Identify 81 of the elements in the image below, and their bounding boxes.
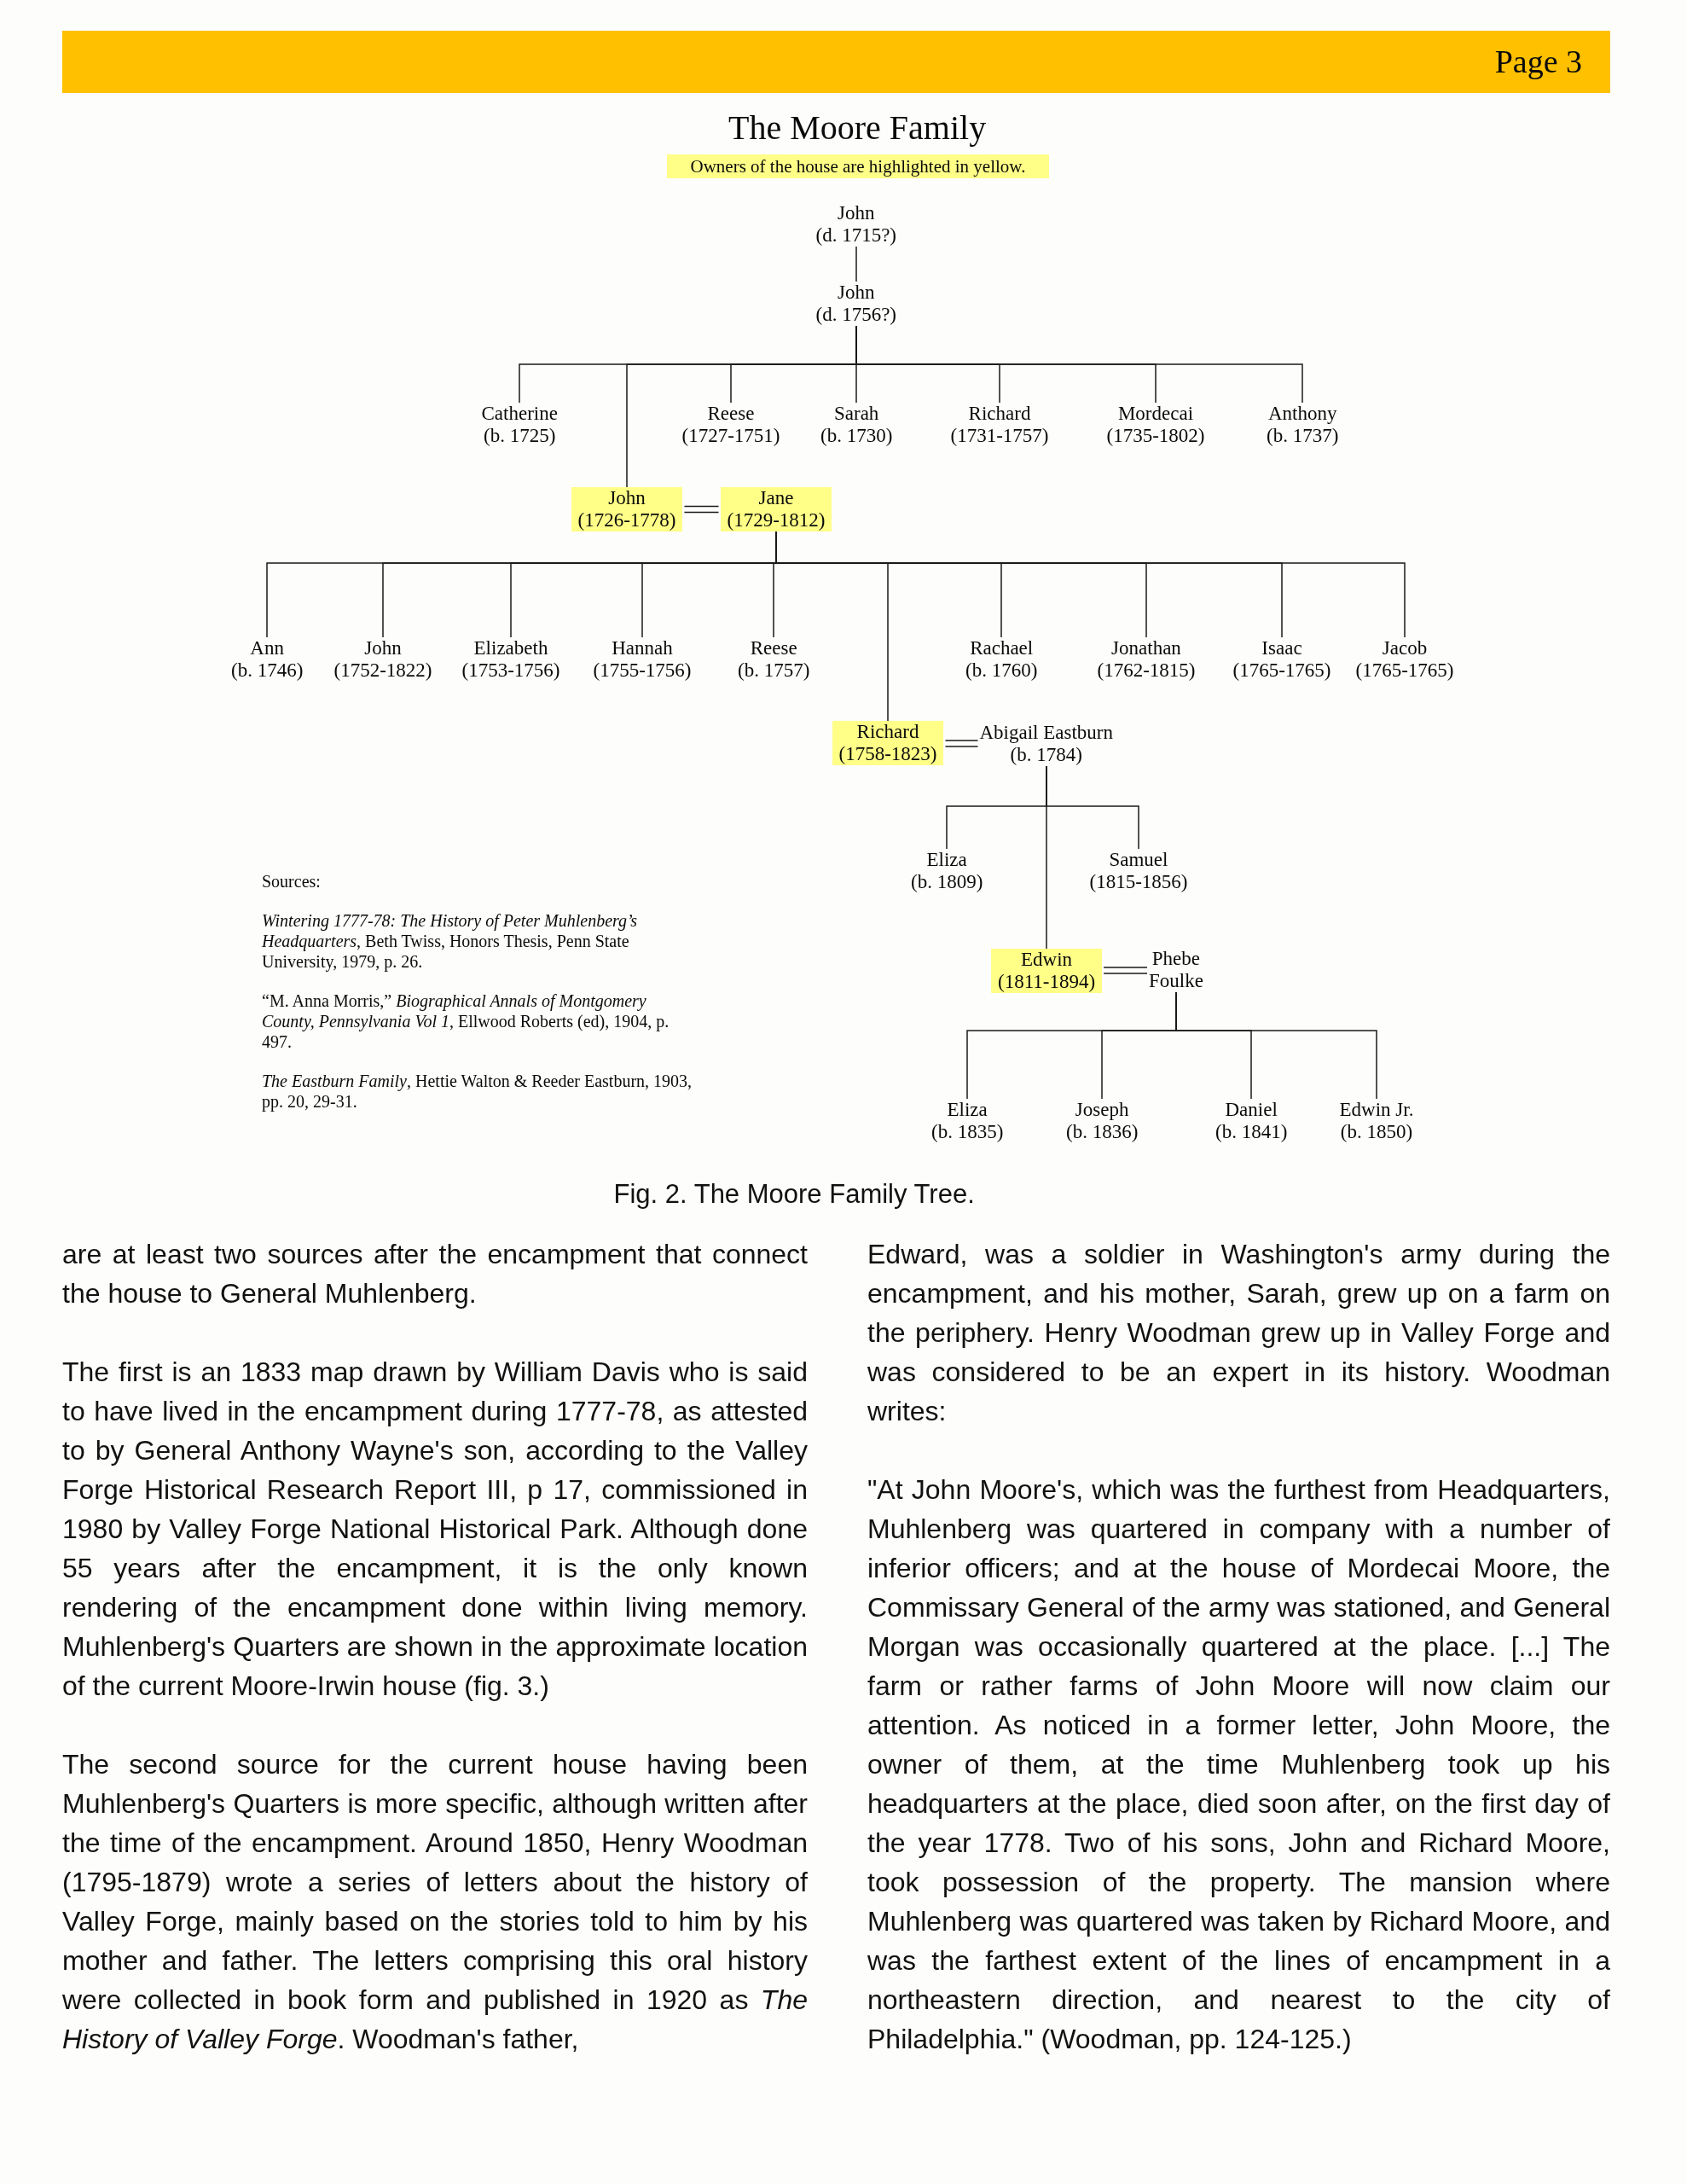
life-dates: (d. 1715?) [815, 224, 897, 247]
person-name: Edwin Jr. [1339, 1099, 1414, 1121]
life-dates: (b. 1841) [1215, 1121, 1288, 1143]
person-name: John [364, 637, 402, 659]
life-dates: (1765-1765) [1355, 659, 1454, 682]
source-citation: The Eastburn Family, Hettie Walton & Reeder Eastburn, 1903, pp. 20, 29-31. [262, 1071, 693, 1112]
life-dates: (b. 1746) [231, 659, 304, 682]
sources-heading: Sources: [262, 871, 321, 892]
person-name: Elizabeth [473, 637, 548, 659]
life-dates: (1735-1802) [1106, 425, 1205, 447]
person-name: Sarah [833, 403, 879, 425]
body-paragraph: The first is an 1833 map drawn by William Davis who is said to have lived in the encampment during 1777-78, as attested to by General Anthony Wayne's son, according to the Valley Forge Historical Research Report III, p 17, commissioned in 1980 by Valley Forge National Historical Park. Although done 55 years after the encampment, it is the only known rendering of the encampment done within living memory. Muhlenberg's Quarters are shown in the approximate location of the current Moore-Irwin house (fig. 3.) [62, 1356, 808, 1703]
person-name: John [608, 487, 646, 509]
person-name: Eliza [947, 1099, 988, 1121]
person-name: Catherine [481, 403, 558, 425]
life-dates: (1815-1856) [1089, 871, 1188, 893]
life-dates: (1758-1823) [838, 743, 937, 765]
owner-box [720, 487, 832, 531]
person-name: Jacob [1382, 637, 1428, 659]
life-dates: (1752-1822) [333, 659, 432, 682]
person-name: Mordecai [1117, 403, 1194, 425]
connector-line [1046, 765, 1139, 850]
diagram-title: The Moore Family [728, 108, 987, 148]
life-dates: (d. 1756?) [815, 304, 897, 326]
life-dates: (b. 1730) [820, 425, 893, 447]
person-name: Daniel [1225, 1099, 1278, 1121]
person-name: John [838, 282, 875, 304]
life-dates: (b. 1757) [738, 659, 810, 682]
person-name: Samuel [1109, 849, 1168, 871]
life-dates: (b. 1835) [931, 1121, 1004, 1143]
person-name: Reese [750, 637, 797, 659]
body-paragraph: The second source for the current house having been Muhlenberg's Quarters is more specific, although written after the time of the encampment. Around 1850, Henry Woodman (1795-1879) wrote a series of letters about the history of Valley Forge, mainly based on the stories told to him by his mother and father. The letters comprising this oral history were collected in book form and published in 1920 as The History of Valley Forge. Woodman's father, [62, 1748, 808, 2056]
life-dates: (1765-1765) [1232, 659, 1331, 682]
life-dates: (1726-1778) [577, 509, 676, 531]
figure-caption: Fig. 2. The Moore Family Tree. [613, 1178, 975, 1211]
source-citation: Wintering 1777-78: The History of Peter Muhlenberg’s Headquarters, Beth Twiss, Honors Thesis, Penn State University, 1979, p. 26. [262, 910, 638, 972]
life-dates: (b. 1850) [1340, 1121, 1413, 1143]
life-dates: (1727-1751) [681, 425, 780, 447]
person-name: Jonathan [1111, 637, 1181, 659]
connector-line [1175, 991, 1377, 1100]
person-name: Reese [707, 403, 755, 425]
person-name: Joseph [1075, 1099, 1129, 1121]
person-name: Hannah [612, 637, 673, 659]
life-dates: (1755-1756) [593, 659, 692, 682]
body-paragraph: "At John Moore's, which was the furthest from Headquarters, Muhlenberg was quartered in company with a number of inferior officers; and at the house of Mordecai Moore, the Commissary General of the army was stationed, and General Morgan was occasionally quartered at the place. [...] The farm or rather farms of John Moore will now claim our attention. As noticed in a former letter, John Moore, the owner of them, at the time Muhlenberg took up his headquarters at the place, died soon after, on the first day of the year 1778. Two of his sons, John and Richard Moore, took possession of the property. The mansion where Muhlenberg was quartered was taken by Richard Moore, and was the farthest extent of the lines of encampment in a northeastern direction, and nearest to the city of Philadelphia." (Woodman, pp. 124-125.) [867, 1473, 1610, 2056]
life-dates: (1753-1756) [461, 659, 560, 682]
life-dates: (1762-1815) [1097, 659, 1196, 682]
life-dates: (1731-1757) [950, 425, 1049, 447]
life-dates: (b. 1725) [484, 425, 556, 447]
life-dates: (1729-1812) [727, 509, 826, 531]
person-name: Phebe Foulke [1149, 948, 1203, 992]
person-name: Anthony [1267, 403, 1337, 425]
marriage-line [944, 740, 979, 747]
owner-box [832, 721, 944, 765]
person-name: John [838, 202, 875, 224]
life-dates: (b. 1737) [1267, 425, 1339, 447]
marriage-line [683, 505, 720, 514]
body-paragraph: are at least two sources after the encampment that connect the house to General Muhlenberg. [62, 1238, 808, 1310]
owner-box [571, 487, 683, 531]
person-name: Rachael [970, 637, 1034, 659]
life-dates: (b. 1784) [1010, 744, 1082, 766]
life-dates: (b. 1809) [911, 871, 983, 893]
life-dates: (b. 1760) [965, 659, 1038, 682]
person-name: Isaac [1261, 637, 1302, 659]
person-name: Richard [856, 721, 919, 743]
person-name: Ann [250, 637, 284, 659]
person-name: Eliza [926, 849, 967, 871]
body-paragraph: Edward, was a soldier in Washington's army during the encampment, and his mother, Sarah, grew up on a farm on the periphery. Henry Woodman grew up in Valley Forge and was considered to be an expert in its history. Woodman writes: [867, 1238, 1610, 1428]
person-name: Abigail Eastburn [979, 722, 1113, 744]
life-dates: (b. 1836) [1066, 1121, 1139, 1143]
person-name: Edwin [1021, 949, 1073, 971]
life-dates: (1811-1894) [998, 971, 1096, 993]
legend-note: Owners of the house are highlighted in yellow. [666, 154, 1050, 178]
person-name: Richard [968, 403, 1031, 425]
person-name: Jane [758, 487, 794, 509]
owner-box [991, 949, 1103, 993]
connector-line [855, 325, 1303, 404]
marriage-line [1103, 967, 1148, 974]
page-number: Page 3 [1494, 43, 1582, 81]
source-citation: “M. Anna Morris,” Biographical Annals of Montgomery County, Pennsylvania Vol 1, Ellwood Roberts (ed), 1904, p. 497. [262, 990, 670, 1052]
connector-line [855, 246, 857, 282]
